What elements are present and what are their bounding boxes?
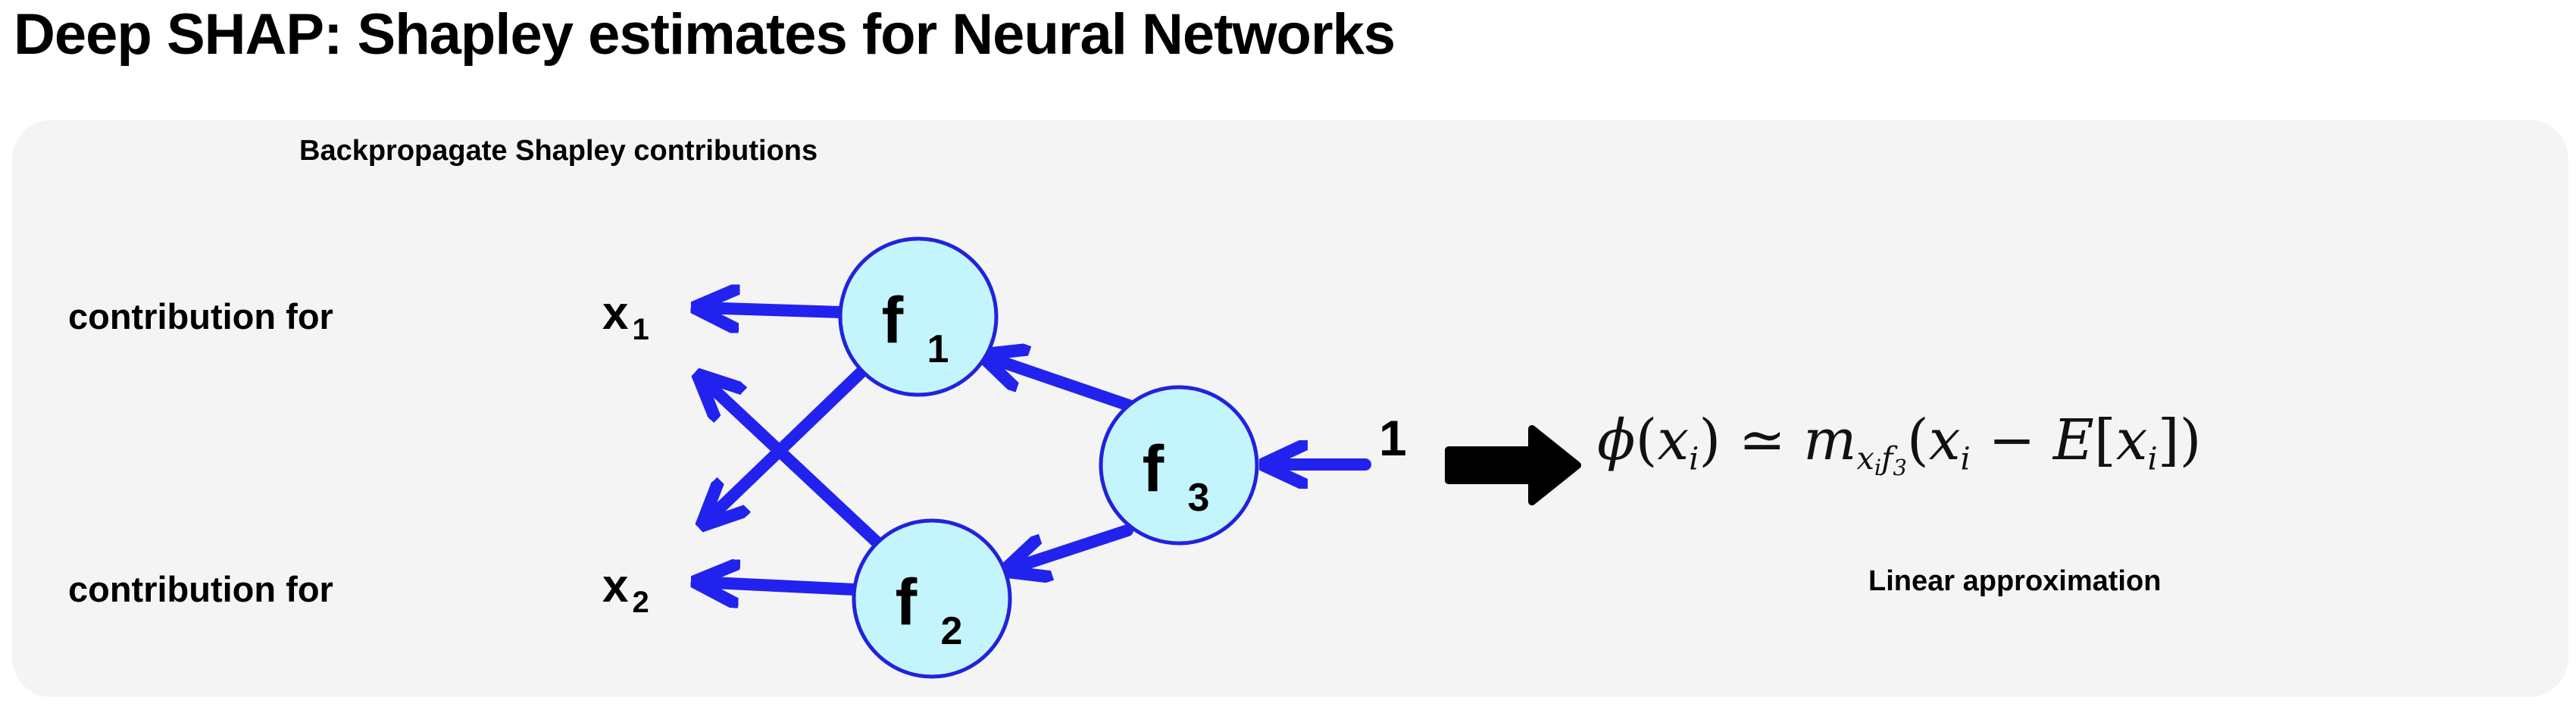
linear-approximation-equation: ϕ(xi) ≃ mxif3(xi − E[xi]): [1597, 408, 2202, 481]
equation-i-3: i: [1960, 440, 1971, 477]
equation-i-1: i: [1689, 440, 1699, 477]
equation-E: E: [2052, 408, 2094, 473]
constant-one-label: 1: [1379, 410, 1407, 466]
variable-x1-base: x: [602, 287, 629, 339]
contribution-label-x1: contribution for: [68, 296, 333, 336]
caption-backpropagate: Backpropagate Shapley contributions: [299, 135, 818, 167]
equation-i-2: i: [1874, 455, 1882, 481]
equation-phi: ϕ: [1597, 408, 1636, 473]
page-title: Deep SHAP: Shapley estimates for Neural …: [14, 2, 1396, 67]
equation-x-2: x: [1856, 440, 1874, 477]
equation-minus: −: [1988, 408, 2036, 473]
equation-x-4: x: [2115, 408, 2148, 473]
equation-m-subscript: xif3: [1856, 440, 1907, 481]
equation-i-4: i: [2147, 440, 2158, 477]
equation-x-1: x: [1657, 408, 1690, 473]
caption-linear-approximation: Linear approximation: [1868, 565, 2162, 597]
variable-x1-subscript: 1: [632, 313, 649, 346]
equation-x-3: x: [1928, 408, 1961, 473]
equation-m: m: [1803, 408, 1857, 473]
equation-three: 3: [1893, 455, 1907, 481]
contribution-label-x2: contribution for: [68, 569, 333, 609]
equation-approx: ≃: [1738, 408, 1786, 473]
diagram-card: [12, 120, 2568, 697]
equation-f: f: [1881, 440, 1893, 477]
variable-x2-base: x: [602, 560, 629, 612]
variable-x2-subscript: 2: [632, 586, 649, 619]
